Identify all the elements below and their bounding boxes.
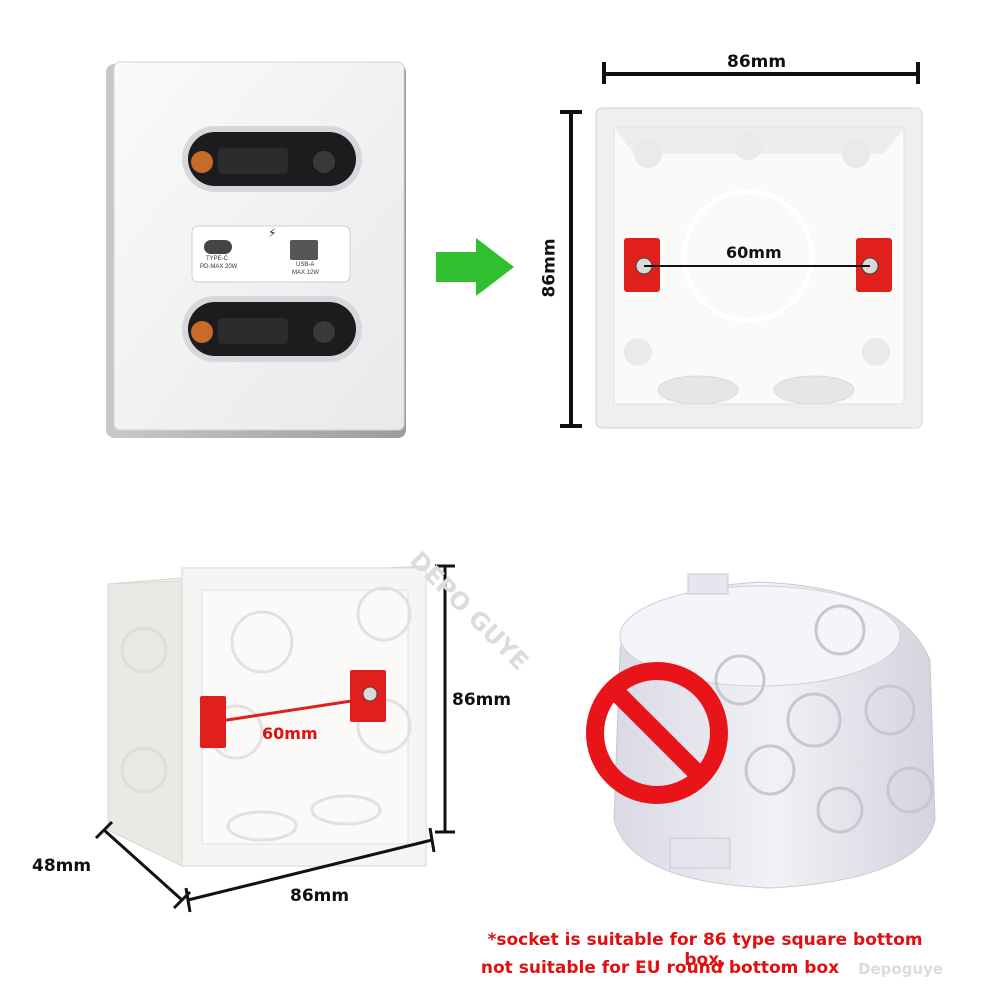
socket-panel: ⚡ TYPE-C PD-MAX 20W USB-A MAX 12W: [100, 58, 410, 443]
top-width-label: 86mm: [727, 52, 787, 72]
bottom-screw-label: 60mm: [262, 724, 318, 743]
box-3d-dimension-depth: [94, 820, 194, 910]
usba-spec: MAX 12W: [292, 270, 320, 276]
note-line-2: not suitable for EU round bottom box: [480, 958, 840, 978]
arrow-right-icon: [436, 238, 516, 296]
box-3d-dimension-height: [432, 562, 458, 836]
note-line-1: *socket is suitable for 86 type square b…: [487, 930, 923, 970]
usba-label: USB-A: [296, 262, 315, 268]
bottom-depth-label: 48mm: [32, 856, 92, 876]
box-3d-view: [96, 560, 436, 880]
bottom-width-label: 86mm: [290, 886, 350, 906]
typec-label: TYPE-C: [206, 256, 229, 262]
box-front-dimension-height: [556, 108, 586, 430]
watermark-corner: Depoguye: [858, 960, 944, 978]
box-front-view: [594, 106, 926, 430]
prohibit-icon: [582, 658, 732, 808]
box-3d-dimension-width: [180, 826, 440, 916]
bolt-icon: ⚡: [268, 226, 277, 240]
top-screw-label: 60mm: [726, 243, 782, 262]
box-front-dimension-width: [600, 56, 922, 86]
bottom-height-label: 86mm: [452, 690, 512, 710]
typec-spec: PD-MAX 20W: [200, 264, 238, 270]
round-box: [600, 570, 950, 900]
top-height-label: 86mm: [539, 238, 560, 298]
